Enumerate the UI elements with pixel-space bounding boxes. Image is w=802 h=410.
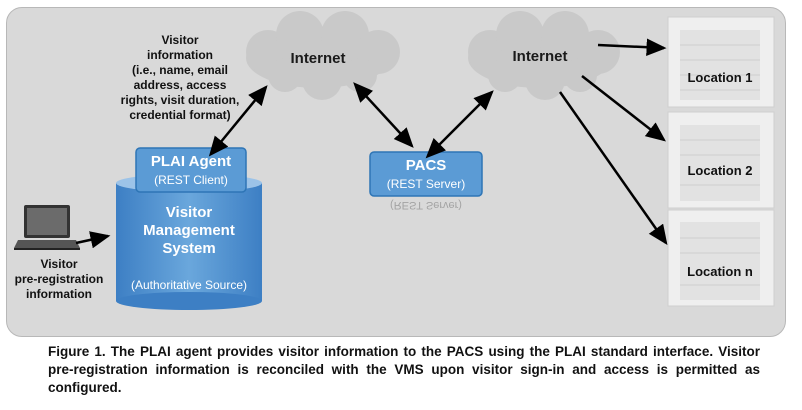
vms-title-line: System (162, 240, 216, 257)
figure-caption: Figure 1. The PLAI agent provides visito… (48, 344, 760, 395)
prereg-line: Visitor (40, 257, 78, 271)
building-icon (667, 111, 775, 209)
internet-cloud-label-1: Internet (290, 50, 346, 67)
visitor-info-line: (i.e., name, email (131, 63, 229, 77)
laptop-icon (14, 205, 80, 250)
visitor-info-line: information (147, 48, 213, 62)
plai-agent-box (135, 147, 247, 193)
preregistration-note: Visitor pre-registration information (10, 257, 108, 302)
pacs-title: PACS (405, 157, 447, 174)
prereg-line: pre-registration (14, 272, 104, 286)
vms-title-line: Management (143, 222, 235, 239)
building-icon (667, 209, 775, 307)
location-1-label: Location 1 (687, 70, 753, 85)
visitor-info-line: credential format) (129, 108, 231, 122)
building-icon (667, 16, 775, 108)
vms-title: Visitor Management System (116, 204, 262, 258)
vms-title-line: Visitor (165, 204, 213, 221)
prereg-line: information (26, 287, 92, 301)
vms-subtitle: (Authoritative Source) (130, 278, 248, 292)
location-n-label: Location n (687, 264, 753, 279)
visitor-information-note: Visitor information (i.e., name, email a… (112, 33, 248, 123)
connection-arrows (75, 38, 668, 249)
visitor-info-line: Visitor (161, 33, 199, 47)
pacs-reflection: (REST Server) (390, 199, 462, 211)
visitor-info-line: address, access (133, 78, 227, 92)
plai-agent-title: PLAI Agent (150, 153, 232, 170)
location-2-label: Location 2 (687, 163, 753, 178)
plai-agent-subtitle: (REST Client) (154, 173, 228, 187)
internet-cloud-label-2: Internet (512, 48, 568, 65)
internet-cloud-2 (468, 11, 620, 100)
visitor-info-line: rights, visit duration, (120, 93, 240, 107)
pacs-subtitle: (REST Server) (386, 177, 466, 191)
